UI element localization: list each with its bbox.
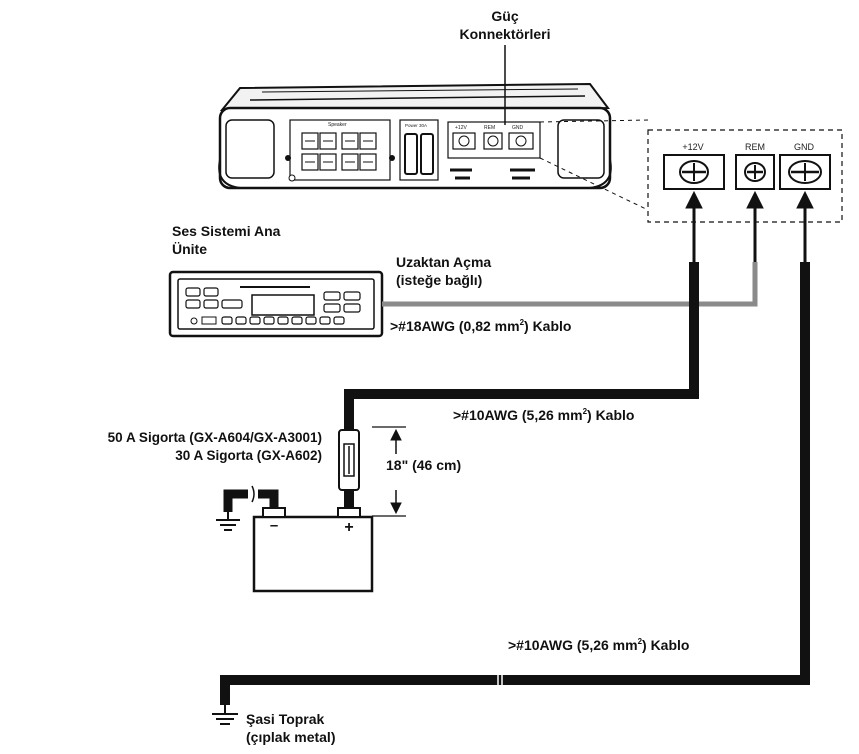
power-connectors-label-line2: Konnektörleri [459, 26, 550, 42]
amp-fuse-label: Power 30A [405, 123, 427, 128]
terminal-arrows [685, 190, 814, 262]
terminal-12v-label: +12V [682, 142, 703, 152]
cable-10awg-label-upper: >#10AWG (5,26 mm2) Kablo [453, 407, 634, 423]
cable-10awg-suffix-upper: ) Kablo [587, 407, 634, 423]
amp-terminal-gnd-label: GND [512, 125, 524, 131]
battery [252, 507, 374, 593]
fuse-holder [338, 429, 360, 491]
amp-terminal-12v-label: +12V [455, 125, 467, 131]
terminal-rem-label: REM [745, 142, 765, 152]
power-wire-12v [344, 262, 699, 432]
fuse-rating-label-line1: 50 A Sigorta (GX-A604/GX-A3001) [108, 430, 322, 445]
head-unit [168, 270, 384, 338]
remote-on-label-line1: Uzaktan Açma [396, 254, 491, 270]
distance-label: 18" (46 cm) [386, 457, 461, 473]
speaker-terminal-block [301, 132, 377, 171]
remote-on-label-line2: (isteğe bağlı) [396, 272, 482, 288]
amp-terminal-rem-label: REM [484, 125, 495, 131]
cable-18awg-label: >#18AWG (0,82 mm2) Kablo [390, 318, 571, 334]
head-unit-label-line2: Ünite [172, 241, 207, 257]
battery-negative-symbol: – [270, 517, 278, 534]
distance-dimension [372, 426, 406, 517]
cable-18awg-prefix: >#18AWG (0,82 mm [390, 318, 520, 334]
screw-gnd [788, 160, 822, 184]
power-connectors-label-line1: Güç [491, 8, 518, 24]
cable-18awg-suffix: ) Kablo [524, 318, 571, 334]
cable-10awg-sup-lower: 2 [638, 637, 643, 646]
screw-12v [679, 160, 709, 184]
power-terminal-block: +12V REM GND [647, 129, 843, 223]
cable-10awg-sup-upper: 2 [583, 407, 588, 416]
chassis-ground-label-line1: Şasi Toprak [246, 711, 325, 727]
head-unit-label-line1: Ses Sistemi Ana [172, 223, 281, 239]
amplifier: Speaker Power 30A +12V REM GND [218, 82, 612, 190]
cable-10awg-prefix-upper: >#10AWG (5,26 mm [453, 407, 583, 423]
remote-wire [382, 262, 758, 307]
cable-10awg-label-lower: >#10AWG (5,26 mm2) Kablo [508, 637, 689, 653]
zoom-lines [539, 119, 649, 211]
battery-ground-symbol [216, 512, 240, 531]
ground-wire [220, 262, 810, 705]
cable-10awg-suffix-lower: ) Kablo [642, 637, 689, 653]
cable-18awg-sup: 2 [520, 318, 525, 327]
battery-positive-symbol: + [344, 519, 353, 536]
chassis-ground-symbol [212, 705, 238, 725]
terminal-gnd-label: GND [794, 142, 815, 152]
chassis-ground-label-line2: (çıplak metal) [246, 729, 335, 745]
battery-ground-wire [223, 489, 279, 512]
fuse-rating-label-line2: 30 A Sigorta (GX-A602) [175, 448, 322, 463]
cable-10awg-prefix-lower: >#10AWG (5,26 mm [508, 637, 638, 653]
screw-rem [744, 162, 766, 182]
speaker-terminal-label: Speaker [328, 122, 347, 128]
